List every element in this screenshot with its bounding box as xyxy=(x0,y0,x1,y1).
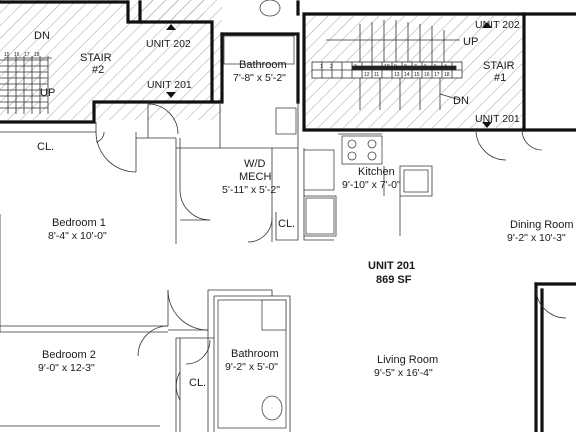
closet-top-label: CL. xyxy=(37,141,54,153)
bedroom-2-name: Bedroom 2 xyxy=(42,349,96,361)
svg-text:3: 3 xyxy=(354,64,357,70)
range-icon xyxy=(341,135,383,165)
bedroom-1-name: Bedroom 1 xyxy=(52,217,106,229)
door-swings xyxy=(95,103,567,401)
bathroom-top-name: Bathroom xyxy=(239,59,287,71)
arrow-up-icon xyxy=(166,24,176,30)
bedroom-1-dim: 8'-4" x 10'-0" xyxy=(48,230,107,242)
stair-1-up: UP xyxy=(463,36,478,48)
closet-bottom-label: CL. xyxy=(189,377,206,389)
toilet-top-icon xyxy=(259,0,281,17)
stair-1-unit-top: UNIT 202 xyxy=(475,19,520,31)
toilet-bottom-icon xyxy=(261,395,283,421)
unit-label: UNIT 201 xyxy=(368,260,415,272)
stair-1-number: #1 xyxy=(494,72,506,84)
fixtures xyxy=(0,0,429,429)
svg-text:5: 5 xyxy=(434,64,437,70)
shaft-hatch-top xyxy=(140,0,204,24)
unit-arrows xyxy=(166,22,492,128)
stair-1-name: STAIR xyxy=(483,60,515,72)
svg-text:11: 11 xyxy=(374,72,379,78)
svg-text:4: 4 xyxy=(444,64,447,70)
stair-2-name: STAIR xyxy=(80,52,112,64)
svg-text:9: 9 xyxy=(394,64,397,70)
svg-text:18: 18 xyxy=(34,52,40,58)
wd-mech-dim: 5'-11" x 5'-2" xyxy=(222,184,280,196)
vanity-icon xyxy=(261,299,287,331)
stair-2-dn: DN xyxy=(34,30,50,42)
svg-text:1: 1 xyxy=(320,64,323,70)
kitchen-dim: 9'-10" x 7'-0" xyxy=(342,179,401,191)
svg-text:15: 15 xyxy=(414,72,420,78)
svg-text:15: 15 xyxy=(4,52,10,58)
stair-2-steps xyxy=(0,56,52,114)
svg-text:10: 10 xyxy=(384,64,390,70)
arrow-down-icon xyxy=(482,122,492,128)
living-dim: 9'-5" x 16'-4" xyxy=(374,367,433,379)
kitchen-name: Kitchen xyxy=(358,166,395,178)
stair-2-up: UP xyxy=(40,87,55,99)
svg-text:12: 12 xyxy=(364,72,370,78)
svg-text:6: 6 xyxy=(424,64,427,70)
svg-text:2: 2 xyxy=(330,64,333,70)
bathroom-bottom-name: Bathroom xyxy=(231,348,279,360)
bedroom-2-dim: 9'-0" x 12-3" xyxy=(38,362,95,374)
unit-area: 869 SF xyxy=(376,274,412,286)
wd-mech-line1: W/D xyxy=(244,158,265,170)
stair-1-unit-bottom: UNIT 201 xyxy=(475,113,520,125)
svg-text:16: 16 xyxy=(14,52,20,58)
arrow-down-icon xyxy=(166,92,176,98)
stair-2-number: #2 xyxy=(92,64,104,76)
dining-name: Dining Room xyxy=(510,219,574,231)
svg-text:17: 17 xyxy=(24,52,30,58)
sink-top-icon xyxy=(275,107,297,135)
svg-text:17: 17 xyxy=(434,72,440,78)
fridge-icon xyxy=(303,149,335,191)
stair-2-unit-bottom: UNIT 201 xyxy=(147,79,192,91)
svg-text:18: 18 xyxy=(444,72,450,78)
arrow-up-icon xyxy=(482,22,492,28)
wd-mech-line2: MECH xyxy=(239,171,271,183)
closet-mid-label: CL. xyxy=(278,218,295,230)
svg-text:13: 13 xyxy=(394,72,400,78)
stair-1-steps xyxy=(311,20,463,110)
svg-text:7: 7 xyxy=(414,64,417,70)
kitchen-sink-icon xyxy=(403,169,429,193)
bathroom-bottom-dim: 9'-2" x 5'-0" xyxy=(225,361,278,373)
bathroom-top-dim: 7'-8" x 5'-2" xyxy=(233,72,286,84)
living-name: Living Room xyxy=(377,354,438,366)
counter-icon xyxy=(305,197,335,235)
dining-dim: 9'-2" x 10'-3" xyxy=(507,232,566,244)
stair-1-dn: DN xyxy=(453,95,469,107)
stair-2-unit-top: UNIT 202 xyxy=(146,38,191,50)
stair-2-tread-numbers: 15 16 17 18 xyxy=(4,52,40,58)
bathtub-icon xyxy=(223,35,295,65)
stair-1-tread-numbers: 12 11 10 9 8 7 6 5 4 3 2 1 13 14 15 16 1… xyxy=(320,64,450,78)
svg-text:8: 8 xyxy=(404,64,407,70)
interior-walls xyxy=(0,102,433,432)
svg-text:16: 16 xyxy=(424,72,430,78)
svg-text:14: 14 xyxy=(404,72,410,78)
